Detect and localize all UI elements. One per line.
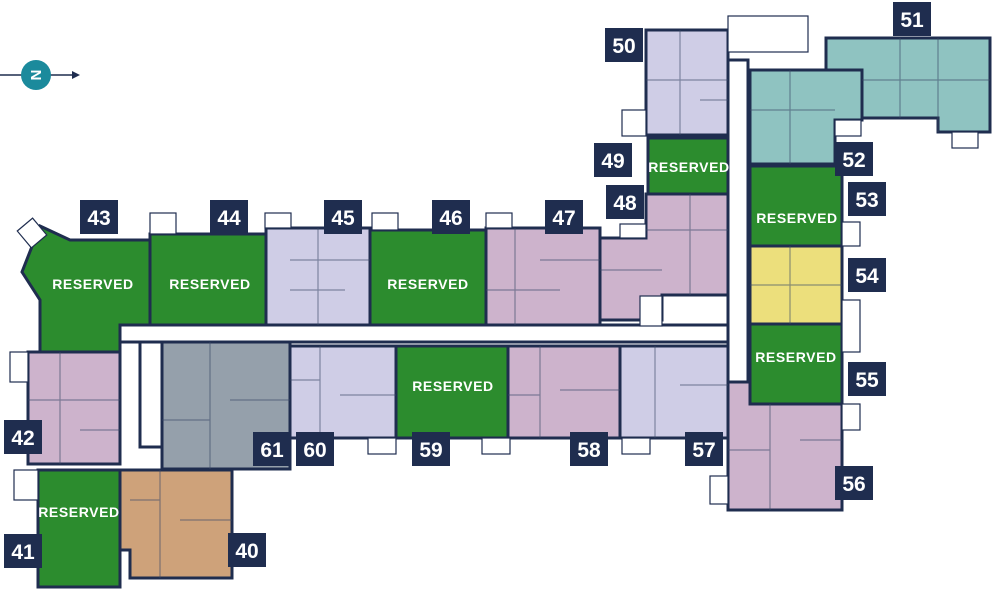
unit-42-area[interactable] bbox=[26, 350, 122, 466]
unit-number: 41 bbox=[11, 541, 35, 564]
unit-badge-56[interactable]: 56 bbox=[835, 466, 873, 500]
unit-badge-bg bbox=[570, 432, 608, 466]
unit-badge-40[interactable]: 40 bbox=[228, 533, 266, 567]
unit-badge-bg bbox=[835, 142, 873, 176]
unit-badge-bg bbox=[253, 432, 291, 466]
reserved-label-44: RESERVED bbox=[169, 276, 251, 292]
unit-badge-52[interactable]: 52 bbox=[835, 142, 873, 176]
unit-47-area[interactable] bbox=[484, 226, 602, 327]
unit-number: 46 bbox=[439, 207, 462, 230]
unit-number: 49 bbox=[601, 150, 624, 173]
unit-badge-42[interactable]: 42 bbox=[4, 420, 42, 454]
unit-badge-bg bbox=[545, 200, 583, 234]
unit-number: 51 bbox=[900, 9, 924, 32]
unit-badge-48[interactable]: 48 bbox=[606, 185, 644, 219]
unit-badge-bg bbox=[594, 143, 632, 177]
unit-60-area[interactable] bbox=[288, 344, 398, 440]
unit-badge-46[interactable]: 46 bbox=[432, 200, 470, 234]
unit-number: 59 bbox=[419, 439, 442, 462]
unit-badge-54[interactable]: 54 bbox=[848, 258, 886, 292]
unit-badge-bg bbox=[324, 200, 362, 234]
unit-number: 61 bbox=[260, 439, 284, 462]
unit-badge-50[interactable]: 50 bbox=[605, 28, 643, 62]
unit-number: 45 bbox=[331, 207, 355, 230]
unit-badge-bg bbox=[4, 534, 42, 568]
unit-badge-58[interactable]: 58 bbox=[570, 432, 608, 466]
unit-badge-bg bbox=[685, 432, 723, 466]
unit-badge-bg bbox=[848, 362, 886, 396]
unit-58-area[interactable] bbox=[506, 344, 622, 440]
unit-57-area[interactable] bbox=[618, 344, 730, 440]
unit-badge-bg bbox=[210, 200, 248, 234]
unit-50-area[interactable] bbox=[644, 28, 730, 137]
reserved-labels: RESERVED RESERVED RESERVED RESERVED RESERVED… bbox=[38, 159, 838, 520]
unit-badge-bg bbox=[835, 466, 873, 500]
unit-badge-bg bbox=[80, 200, 118, 234]
unit-40-area[interactable] bbox=[118, 468, 234, 580]
unit-badge-bg bbox=[228, 533, 266, 567]
reserved-label-41: RESERVED bbox=[38, 504, 120, 520]
unit-number: 40 bbox=[235, 540, 258, 563]
unit-55-area[interactable] bbox=[748, 322, 844, 406]
unit-badge-bg bbox=[848, 182, 886, 216]
reserved-label-53: RESERVED bbox=[756, 210, 838, 226]
unit-badge-61[interactable]: 61 bbox=[253, 432, 291, 466]
reserved-label-59: RESERVED bbox=[412, 378, 494, 394]
unit-number: 56 bbox=[842, 473, 865, 496]
unit-number: 52 bbox=[842, 149, 865, 172]
unit-badge-bg bbox=[412, 432, 450, 466]
unit-badge-51[interactable]: 51 bbox=[893, 2, 931, 36]
unit-number: 42 bbox=[11, 427, 34, 450]
unit-number: 53 bbox=[855, 189, 878, 212]
unit-49-area[interactable] bbox=[646, 136, 730, 196]
unit-badge-47[interactable]: 47 bbox=[545, 200, 583, 234]
unit-41-area[interactable] bbox=[36, 468, 122, 589]
unit-number: 44 bbox=[217, 207, 241, 230]
unit-badge-57[interactable]: 57 bbox=[685, 432, 723, 466]
unit-badge-41[interactable]: 41 bbox=[4, 534, 42, 568]
unit-number: 50 bbox=[612, 35, 635, 58]
unit-number: 60 bbox=[303, 439, 326, 462]
unit-badge-55[interactable]: 55 bbox=[848, 362, 886, 396]
compass-letter: N bbox=[27, 70, 44, 81]
unit-badge-53[interactable]: 53 bbox=[848, 182, 886, 216]
reserved-label-55: RESERVED bbox=[755, 349, 837, 365]
reserved-label-46: RESERVED bbox=[387, 276, 469, 292]
unit-number-badges: 40 41 42 43 44 45 46 47 48 49 50 51 52 53 54 55 56 57 58 59… bbox=[4, 2, 931, 568]
corridor-main bbox=[118, 323, 742, 344]
unit-badge-bg bbox=[893, 2, 931, 36]
compass: N bbox=[0, 60, 80, 90]
unit-badge-44[interactable]: 44 bbox=[210, 200, 248, 234]
unit-badge-43[interactable]: 43 bbox=[80, 200, 118, 234]
unit-badge-60[interactable]: 60 bbox=[296, 432, 334, 466]
unit-number: 43 bbox=[87, 207, 110, 230]
unit-badge-45[interactable]: 45 bbox=[324, 200, 362, 234]
unit-number: 55 bbox=[855, 369, 879, 392]
unit-badge-49[interactable]: 49 bbox=[594, 143, 632, 177]
interior-walls bbox=[28, 30, 990, 578]
unit-badge-bg bbox=[432, 200, 470, 234]
unit-number: 58 bbox=[577, 439, 601, 462]
unit-badge-bg bbox=[296, 432, 334, 466]
unit-badge-bg bbox=[4, 420, 42, 454]
reserved-label-43: RESERVED bbox=[52, 276, 134, 292]
reserved-label-49: RESERVED bbox=[648, 159, 730, 175]
unit-number: 48 bbox=[613, 192, 637, 215]
unit-badge-59[interactable]: 59 bbox=[412, 432, 450, 466]
stairs-group bbox=[9, 15, 979, 505]
unit-59-area[interactable] bbox=[394, 344, 510, 440]
unit-number: 47 bbox=[552, 207, 575, 230]
unit-badge-bg bbox=[848, 258, 886, 292]
unit-badge-bg bbox=[606, 185, 644, 219]
unit-number: 54 bbox=[855, 265, 879, 288]
unit-number: 57 bbox=[692, 439, 715, 462]
unit-badge-bg bbox=[605, 28, 643, 62]
north-arrow-icon bbox=[21, 60, 51, 90]
unit-53-area[interactable] bbox=[748, 164, 844, 248]
